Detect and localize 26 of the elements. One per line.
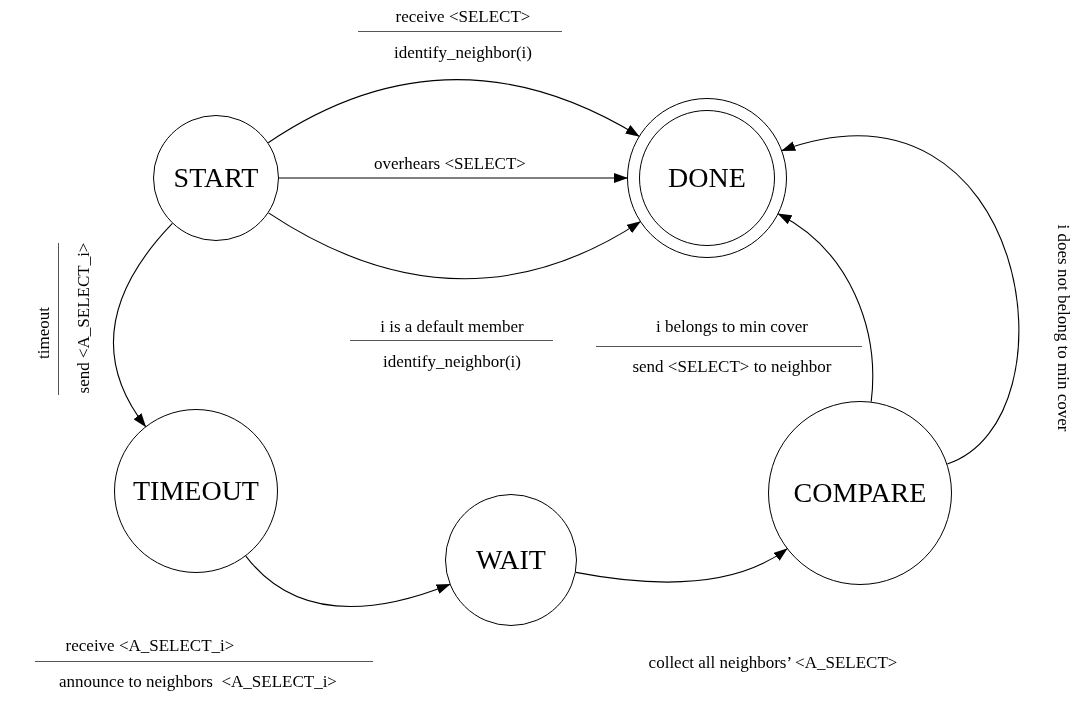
transition-arrow <box>575 548 788 583</box>
state-name: TIMEOUT <box>133 475 259 507</box>
transition-arrow <box>777 213 874 403</box>
action-label: announce to neighbors <A_SELECT_i> <box>59 672 337 692</box>
transition-arrow <box>245 555 451 608</box>
transition-label: i belongs to min cover <box>656 317 808 337</box>
transition-arrow <box>267 212 641 280</box>
transition-arrow <box>112 222 173 428</box>
transition-label: i does not belong to min cover <box>1053 224 1073 432</box>
transition-label: receive <A_SELECT_i> <box>65 636 235 656</box>
state-name: WAIT <box>476 544 546 576</box>
state-name: START <box>173 162 259 194</box>
transition-arrow <box>278 173 628 183</box>
state-name: COMPARE <box>793 477 927 509</box>
action-label: identify_neighbor(i) <box>394 43 532 63</box>
transition-arrow <box>781 136 1020 465</box>
transition-label: i is a default member <box>380 317 524 337</box>
transition-label: overhears <SELECT> <box>374 154 526 174</box>
action-label: identify_neighbor(i) <box>383 352 521 372</box>
transition-label: collect all neighbors’ <A_SELECT> <box>648 653 898 673</box>
state-name: DONE <box>668 162 746 194</box>
action-label: send <SELECT> to neighbor <box>632 357 832 377</box>
transition-arrow <box>267 79 640 144</box>
action-label: send <A_SELECT_i> <box>74 242 94 394</box>
transition-label: timeout <box>34 307 54 359</box>
transition-label: receive <SELECT> <box>395 7 531 27</box>
